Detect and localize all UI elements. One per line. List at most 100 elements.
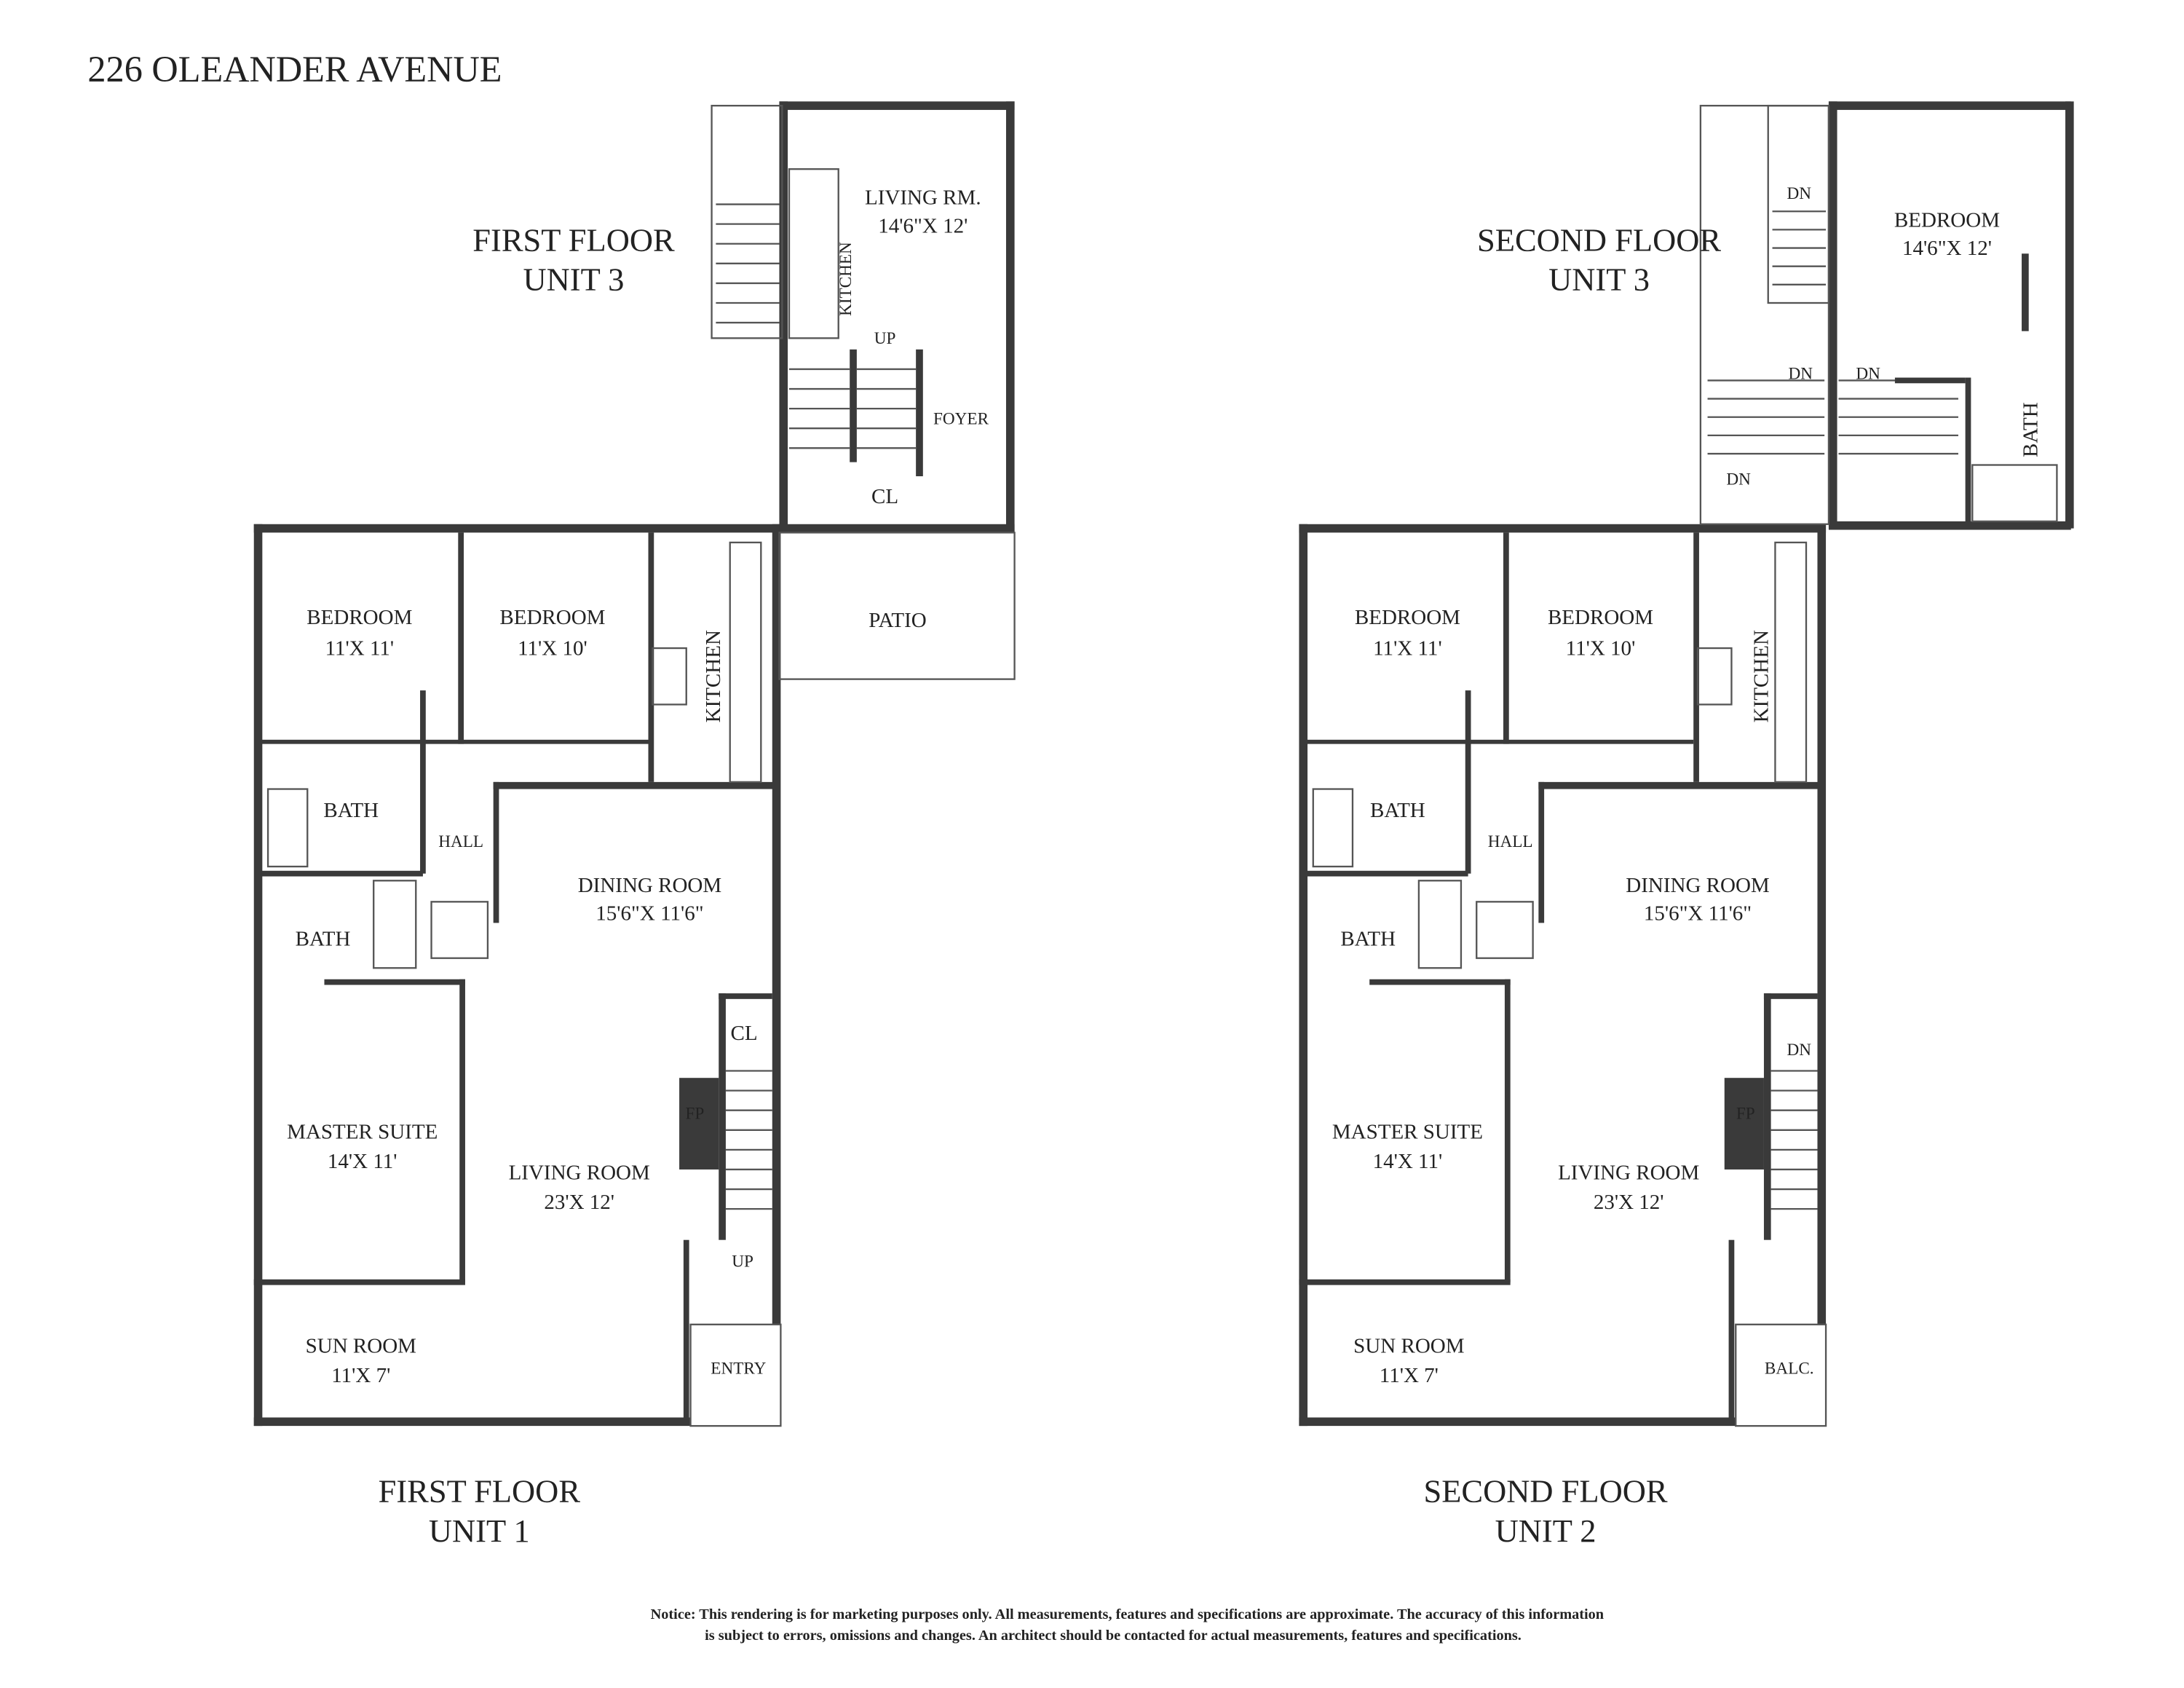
wall: [1538, 781, 1821, 789]
wall: [1538, 781, 1545, 923]
page-title: 226 OLEANDER AVENUE: [87, 49, 502, 90]
wall: [493, 781, 499, 923]
unit3-bath-label: BATH: [2019, 402, 2042, 457]
fixture-outline: [788, 168, 839, 339]
unit3-bedroom-size: 14'6"X 12': [1902, 237, 1992, 260]
dining-size: 15'6"X 11'6": [1644, 902, 1752, 925]
fixture-outline: [1312, 788, 1354, 868]
fixture-outline: [373, 880, 417, 969]
bath-label: BATH: [1340, 927, 1396, 950]
master-suite-size: 14'X 11': [328, 1150, 397, 1173]
wall: [1369, 979, 1511, 985]
wall: [1828, 101, 2071, 110]
kitchen-label: KITCHEN: [1750, 630, 1773, 722]
fixture-outline: [1417, 880, 1463, 969]
wall: [1303, 739, 1694, 744]
unit3-living-size: 14'6"X 12': [878, 214, 968, 237]
first-floor-unit1-subtitle: UNIT 1: [429, 1513, 530, 1549]
wall: [459, 979, 465, 1282]
fixture-outline: [652, 647, 687, 706]
wall: [1724, 1078, 1764, 1170]
first-floor-unit3-title: FIRST FLOOR: [472, 221, 675, 258]
hall-label: HALL: [1488, 832, 1533, 851]
fixture-outline: [778, 532, 1016, 680]
first-floor-unit1-title: FIRST FLOOR: [379, 1473, 581, 1510]
wall: [253, 1279, 465, 1285]
second-floor-unit2-title: SECOND FLOOR: [1424, 1473, 1668, 1510]
bedroom-label: BEDROOM: [1548, 606, 1653, 629]
wall: [772, 524, 781, 1325]
unit1-labels: BEDROOM 11'X 11' BEDROOM 11'X 10' KITCHE…: [287, 606, 766, 1387]
bedroom-label: BEDROOM: [1355, 606, 1460, 629]
master-suite-size: 14'X 11': [1373, 1150, 1443, 1173]
wall: [779, 524, 1015, 533]
wall: [1005, 101, 1015, 533]
fixture-outline: [266, 788, 309, 868]
dn-label: DN: [1787, 1041, 1812, 1060]
fixture-outline: [1774, 541, 1808, 784]
wall: [458, 532, 464, 744]
unit3-up-label: UP: [874, 329, 896, 348]
unit3-bedroom-label: BEDROOM: [1894, 209, 2000, 232]
sun-room-label: SUN ROOM: [1353, 1334, 1464, 1357]
master-suite-label: MASTER SUITE: [1332, 1120, 1483, 1143]
dining-label: DINING ROOM: [1626, 874, 1769, 897]
wall: [2022, 253, 2029, 331]
bedroom-size: 11'X 11': [325, 637, 395, 660]
wall: [420, 690, 426, 874]
fireplace-label: FP: [1736, 1104, 1755, 1123]
fixture-outline: [729, 541, 762, 784]
fixture-outline: [1699, 104, 1830, 525]
fixture-outline: [1735, 1323, 1827, 1427]
wall: [719, 993, 772, 999]
wall: [1828, 101, 1837, 529]
unit3-living-label: LIVING RM.: [865, 186, 981, 210]
wall: [493, 781, 775, 789]
fixture-outline: [1767, 104, 1830, 304]
unit3-closet-label: CL: [871, 485, 898, 508]
fixture-outline: [1696, 647, 1733, 706]
wall: [1303, 870, 1468, 877]
wall: [258, 870, 423, 877]
dn-label: DN: [1856, 364, 1880, 383]
wall: [253, 1417, 691, 1427]
wall: [253, 524, 263, 1427]
wall: [1503, 532, 1509, 744]
fixture-outline: [430, 901, 489, 959]
second-floor-unit3-title: SECOND FLOOR: [1477, 221, 1721, 258]
living-room-size: 23'X 12': [544, 1191, 614, 1214]
dining-label: DINING ROOM: [578, 874, 721, 897]
wall: [2065, 101, 2074, 529]
wall: [1763, 993, 1818, 999]
fixture-outline: [711, 104, 783, 339]
wall: [679, 1078, 719, 1170]
patio-label: PATIO: [869, 609, 927, 632]
wall: [1894, 377, 1966, 384]
sun-room-size: 11'X 7': [331, 1364, 390, 1387]
wall: [1693, 532, 1699, 782]
dn-label: DN: [1787, 184, 1812, 203]
wall: [1299, 524, 1308, 1427]
sun-room-size: 11'X 7': [1380, 1364, 1439, 1387]
entry-label: ENTRY: [711, 1360, 766, 1379]
bedroom-size: 11'X 10': [1566, 637, 1636, 660]
up-label: UP: [732, 1252, 753, 1271]
bedroom-label: BEDROOM: [499, 606, 605, 629]
bath-label: BATH: [1370, 799, 1425, 822]
wall: [258, 739, 649, 744]
wall: [916, 349, 923, 476]
living-room-label: LIVING ROOM: [1558, 1162, 1699, 1185]
wall: [1299, 1417, 1736, 1427]
wall: [850, 349, 857, 462]
wall: [1817, 524, 1827, 1325]
second-floor-unit3-subtitle: UNIT 3: [1548, 261, 1650, 298]
wall: [1728, 1239, 1735, 1424]
wall: [779, 101, 1015, 110]
master-suite-label: MASTER SUITE: [287, 1120, 438, 1143]
wall: [253, 524, 781, 533]
wall: [1504, 979, 1511, 1282]
bath-label: BATH: [323, 799, 379, 822]
wall: [683, 1239, 689, 1424]
wall: [1299, 1279, 1511, 1285]
wall: [719, 993, 726, 1240]
